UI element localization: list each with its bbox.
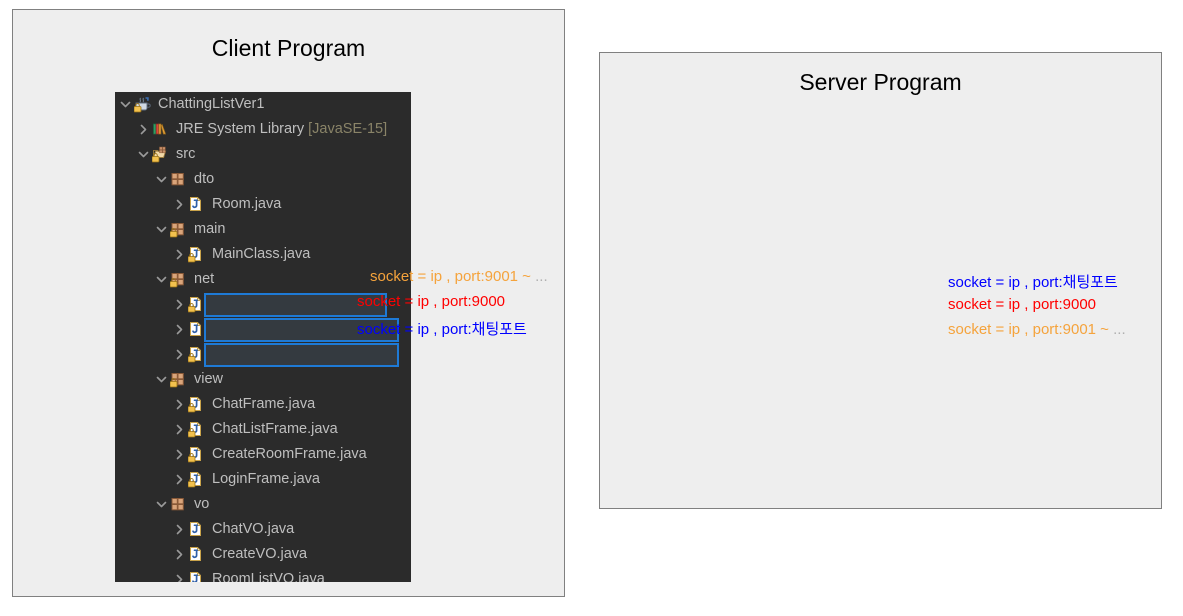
- tree-row[interactable]: ChatFrame.java: [115, 392, 411, 417]
- tree-node-label: ChattingListVer1: [158, 96, 265, 112]
- tree-row[interactable]: CreateRoomFrame.java: [115, 442, 411, 467]
- jre-library-icon: [151, 117, 171, 142]
- tree-row[interactable]: main: [115, 217, 411, 242]
- tree-row[interactable]: JRE System Library [JavaSE-15]: [115, 117, 411, 142]
- tree-row[interactable]: CreateVO.java: [115, 542, 411, 567]
- selection-outline: [204, 293, 387, 317]
- chevron-down-icon[interactable]: [153, 217, 169, 242]
- chevron-right-icon[interactable]: [171, 392, 187, 417]
- chevron-down-icon[interactable]: [153, 367, 169, 392]
- package-icon: [169, 492, 189, 517]
- tree-node-label: RoomListVO.java: [212, 571, 325, 582]
- chevron-right-icon[interactable]: [171, 542, 187, 567]
- tree-row[interactable]: net: [115, 267, 411, 292]
- java-file-icon: [187, 192, 207, 217]
- chevron-right-icon[interactable]: [171, 317, 187, 342]
- tree-row[interactable]: Room.java: [115, 192, 411, 217]
- tree-row[interactable]: ChatListFrame.java: [115, 417, 411, 442]
- java-file-lock-icon: [187, 442, 207, 467]
- chevron-right-icon[interactable]: [171, 192, 187, 217]
- tree-row[interactable]: ChatVO.java: [115, 517, 411, 542]
- tree-row[interactable]: MainClass.java: [115, 242, 411, 267]
- tree-node-label: view: [194, 371, 224, 387]
- package-lock-icon: [169, 217, 189, 242]
- tree-node-label: MainClass.java: [212, 246, 311, 262]
- tree-row[interactable]: ChattingListVer1: [115, 92, 411, 117]
- package-icon: [169, 167, 189, 192]
- chevron-down-icon[interactable]: [135, 142, 151, 167]
- tree-row[interactable]: dto: [115, 167, 411, 192]
- server-panel-title: Server Program: [799, 69, 962, 95]
- chevron-down-icon[interactable]: [153, 492, 169, 517]
- tree-node-label: Room.java: [212, 196, 282, 212]
- package-lock-icon: [169, 267, 189, 292]
- chevron-right-icon[interactable]: [171, 517, 187, 542]
- chevron-right-icon[interactable]: [171, 292, 187, 317]
- tree-row[interactable]: src: [115, 142, 411, 167]
- java-file-lock-icon: [187, 417, 207, 442]
- chevron-right-icon[interactable]: [171, 242, 187, 267]
- client-socket-annotation: socket = ip , port:9000: [357, 293, 506, 310]
- tree-row[interactable]: RoomListVO.java: [115, 567, 411, 582]
- java-file-icon: [187, 317, 207, 342]
- chevron-right-icon[interactable]: [135, 117, 151, 142]
- chevron-right-icon[interactable]: [171, 467, 187, 492]
- tree-node-label: ChatFrame.java: [212, 396, 316, 412]
- client-socket-annotation: socket = ip , port:9001 ~ ...: [370, 268, 548, 285]
- tree-row[interactable]: vo: [115, 492, 411, 517]
- tree-node-label: dto: [194, 171, 215, 187]
- chevron-right-icon[interactable]: [171, 567, 187, 582]
- tree-node-suffix: [JavaSE-15]: [304, 121, 388, 137]
- tree-node-label: CreateRoomFrame.java: [212, 446, 367, 462]
- java-file-lock-icon: [187, 242, 207, 267]
- chevron-right-icon[interactable]: [171, 417, 187, 442]
- tree-node-label: JRE System Library [JavaSE-15]: [176, 121, 388, 137]
- server-socket-annotation: socket = ip , port:9001 ~ ...: [948, 321, 1126, 338]
- chevron-down-icon[interactable]: [117, 92, 133, 117]
- server-socket-annotation: socket = ip , port:9000: [948, 296, 1097, 313]
- java-project-icon: [133, 92, 153, 117]
- annotation-ellipsis: ...: [535, 268, 548, 285]
- tree-node-label: LoginFrame.java: [212, 471, 320, 487]
- tree-node-label: ChatListFrame.java: [212, 421, 338, 437]
- chevron-right-icon[interactable]: [171, 442, 187, 467]
- package-lock-icon: [169, 367, 189, 392]
- chevron-down-icon[interactable]: [153, 267, 169, 292]
- chevron-down-icon[interactable]: [153, 167, 169, 192]
- client-socket-annotation: socket = ip , port:채팅포트: [357, 321, 527, 338]
- tree-node-label: vo: [194, 496, 210, 512]
- server-program-panel: Server Program RoomChatServerJRE System …: [599, 52, 1162, 509]
- source-folder-icon: [151, 142, 171, 167]
- tree-node-label: net: [194, 271, 215, 287]
- tree-node-label: src: [176, 146, 196, 162]
- java-file-icon: [187, 517, 207, 542]
- server-socket-annotation: socket = ip , port:채팅포트: [948, 274, 1118, 291]
- java-file-lock-icon: [187, 292, 207, 317]
- tree-node-label: CreateVO.java: [212, 546, 308, 562]
- selection-outline: [204, 343, 399, 367]
- tree-row[interactable]: LoginFrame.java: [115, 467, 411, 492]
- java-file-lock-icon: [187, 467, 207, 492]
- java-file-lock-icon: [187, 342, 207, 367]
- tree-node-label: ChatVO.java: [212, 521, 295, 537]
- java-file-lock-icon: [187, 392, 207, 417]
- annotation-ellipsis: ...: [1113, 321, 1126, 338]
- java-file-icon: [187, 542, 207, 567]
- tree-row[interactable]: view: [115, 367, 411, 392]
- selection-outline: [204, 318, 399, 342]
- tree-node-label: main: [194, 221, 226, 237]
- java-file-icon: [187, 567, 207, 582]
- chevron-right-icon[interactable]: [171, 342, 187, 367]
- client-panel-title: Client Program: [211, 35, 366, 61]
